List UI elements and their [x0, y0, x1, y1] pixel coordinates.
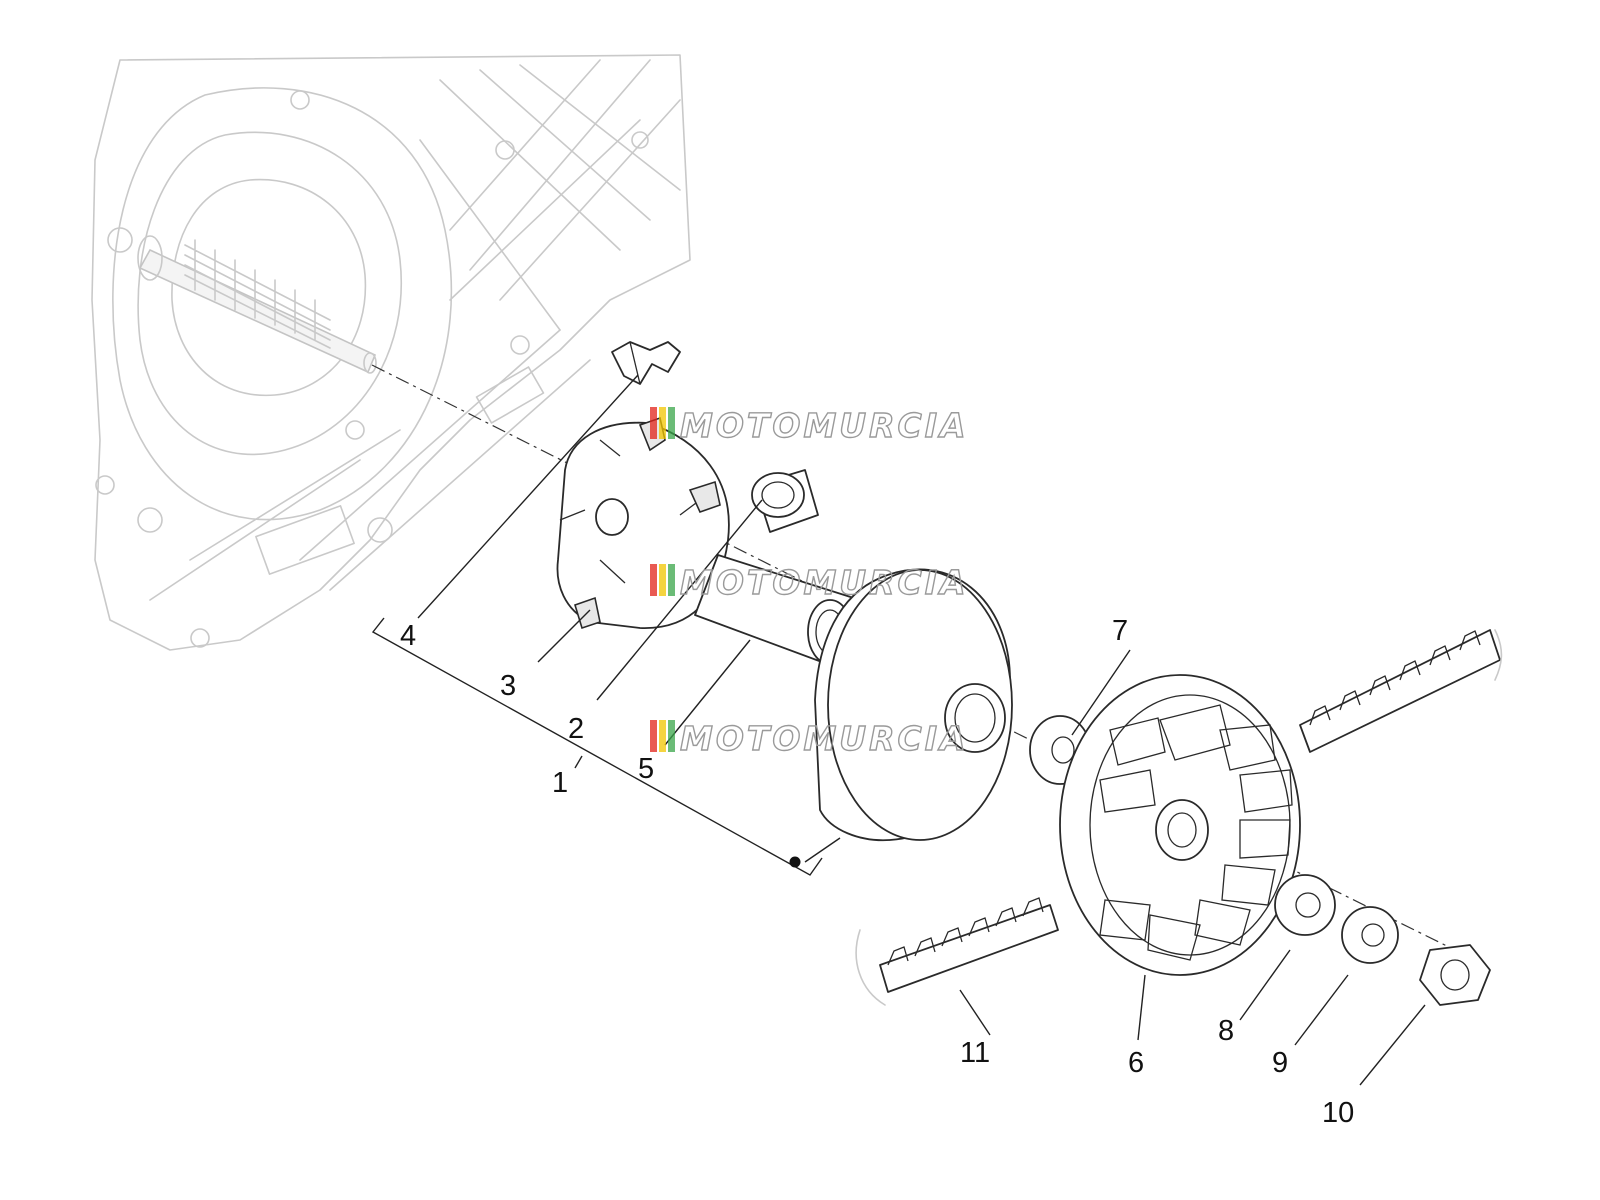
- drive-belt-part-11: [855, 629, 1503, 1006]
- callout-5: 5: [638, 753, 654, 785]
- callout-3: 3: [500, 670, 516, 702]
- watermark-text: MOTOMURCIA: [680, 406, 969, 445]
- watermark-3: MOTOMURCIA: [650, 718, 969, 759]
- leader-lines: [417, 374, 1426, 1086]
- callout-11: 11: [960, 1037, 990, 1069]
- callout-9: 9: [1272, 1047, 1288, 1079]
- callout-8: 8: [1218, 1015, 1234, 1047]
- callout-numbers: 4 3 2 5 1 7 6 8 9 10 11: [400, 615, 1354, 1129]
- callout-2: 2: [568, 713, 584, 745]
- bracket-dot: [789, 856, 801, 868]
- clip-part-4: [611, 341, 681, 385]
- assembly-bracket: [371, 617, 823, 876]
- watermark-text: MOTOMURCIA: [680, 719, 969, 758]
- nut-part-10: [1419, 944, 1491, 1006]
- bushing-part-2: [751, 469, 819, 533]
- fan-pulley-part-6: [1059, 674, 1301, 976]
- watermark-2: MOTOMURCIA: [650, 562, 969, 603]
- callout-6: 6: [1128, 1047, 1144, 1079]
- crankcase-ghost: [91, 54, 691, 651]
- watermark-text: MOTOMURCIA: [680, 563, 969, 602]
- pulley-half-part-1: [814, 568, 1013, 842]
- callout-1: 1: [552, 767, 568, 799]
- callout-10: 10: [1322, 1097, 1354, 1129]
- watermark-1: MOTOMURCIA: [650, 405, 969, 446]
- washer-part-8: [1274, 874, 1336, 936]
- callout-7: 7: [1112, 615, 1128, 647]
- callout-4: 4: [400, 620, 416, 652]
- drive-shaft-ghost: [137, 235, 377, 374]
- washer-part-9: [1341, 906, 1399, 964]
